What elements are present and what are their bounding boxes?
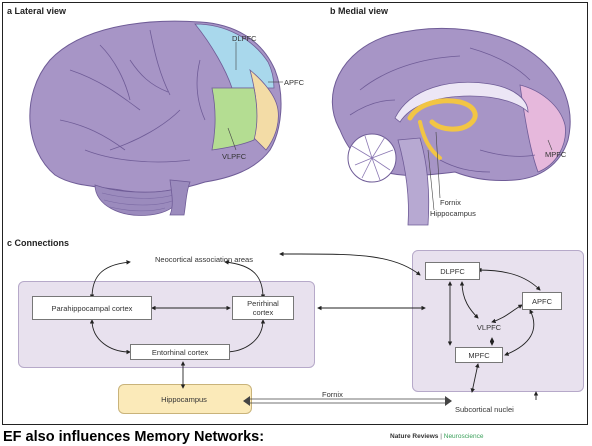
node-mpfc: MPFC [455, 347, 503, 363]
subcortical-nuclei-label: Subcortical nuclei [455, 405, 514, 414]
journal-credit: Nature Reviews | Neuroscience [390, 433, 484, 440]
fornix-connection-label: Fornix [322, 390, 343, 399]
credit-journal: Nature Reviews [390, 433, 438, 440]
node-perirhinal-cortex: Perirhinal cortex [232, 296, 294, 320]
caption-text: EF also influences Memory Networks: [3, 429, 264, 445]
node-apfc: APFC [522, 292, 562, 310]
node-neocortical-association-areas: Neocortical association areas [130, 247, 278, 271]
node-dlpfc: DLPFC [425, 262, 480, 280]
credit-separator: | [440, 433, 442, 440]
node-entorhinal-cortex: Entorhinal cortex [130, 344, 230, 360]
node-vlpfc: VLPFC [466, 318, 512, 336]
node-parahippocampal-cortex: Parahippocampal cortex [32, 296, 152, 320]
node-hippocampus: Hippocampus [122, 390, 246, 408]
credit-section: Neuroscience [444, 433, 484, 440]
